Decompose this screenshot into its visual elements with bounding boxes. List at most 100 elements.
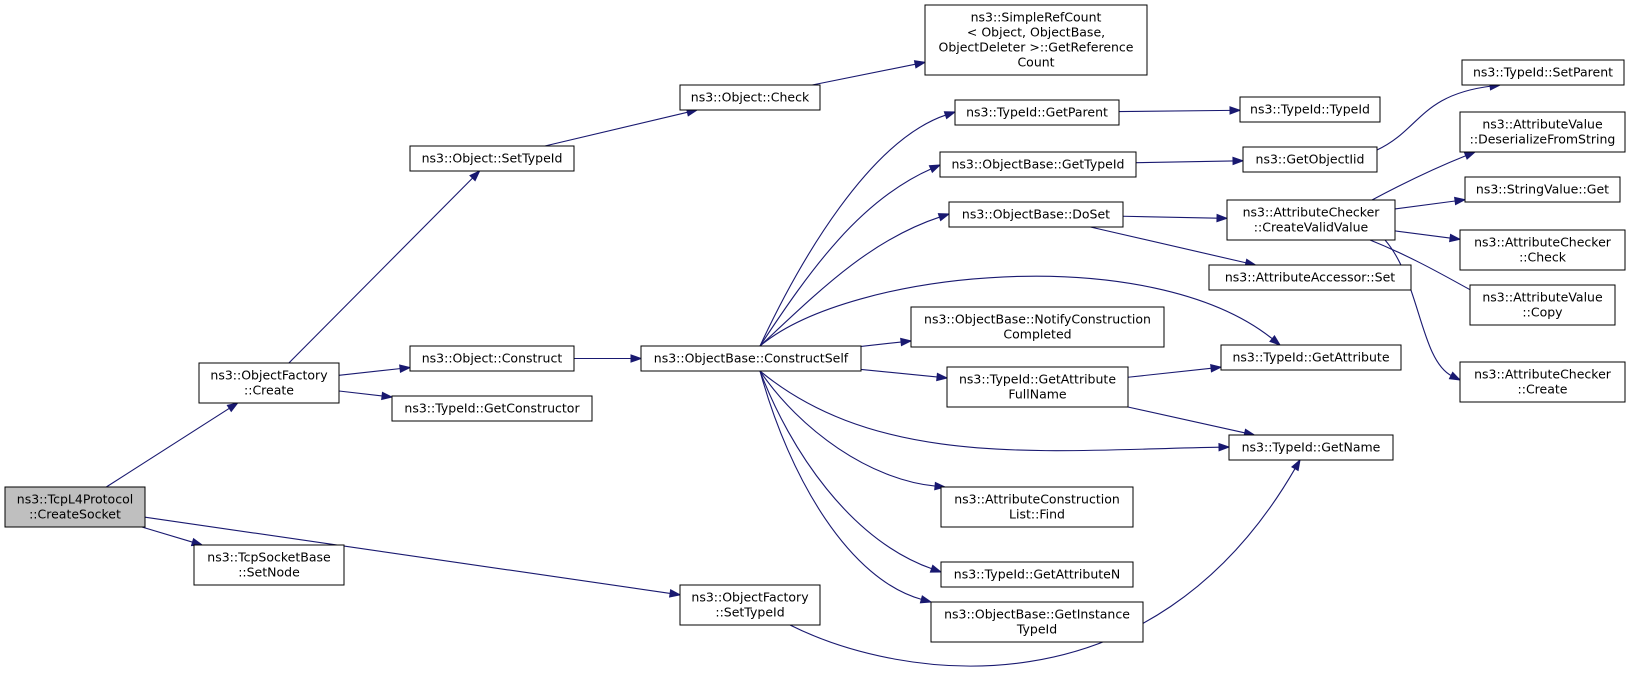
node-n9[interactable]: ns3::SimpleRefCount< Object, ObjectBase,… [924,4,1148,76]
edge-n8-n9 [812,60,927,86]
node-box[interactable] [946,366,1129,408]
node-n8[interactable]: ns3::Object::Check [679,84,821,111]
edge-arrowhead [934,481,947,491]
node-n12[interactable]: ns3::ObjectBase::GetTypeId [939,151,1137,178]
node-n26[interactable]: ns3::AttributeValue::DeserializeFromStri… [1459,111,1626,153]
node-n28[interactable]: ns3::AttributeChecker::Check [1459,229,1626,271]
node-n3[interactable]: ns3::TcpSocketBase::SetNode [193,544,345,586]
node-label-line: ns3::ObjectBase::DoSet [962,207,1110,222]
node-n4[interactable]: ns3::ObjectFactory::SetTypeId [679,584,821,626]
edge-arrowhead [900,337,913,347]
node-n22[interactable]: ns3::AttributeAccessor::Set [1208,264,1412,291]
node-n24[interactable]: ns3::TypeId::GetName [1228,434,1394,461]
node-box[interactable] [1459,229,1626,271]
node-n27[interactable]: ns3::StringValue::Get [1464,176,1621,203]
node-n25[interactable]: ns3::TypeId::SetParent [1461,59,1625,86]
node-box[interactable] [1461,59,1625,86]
node-box[interactable] [1469,284,1616,326]
node-box[interactable] [1239,96,1381,123]
edge-arrowhead [919,595,933,604]
node-box[interactable] [198,362,340,404]
node-box[interactable] [924,4,1148,76]
node-n19[interactable]: ns3::TypeId::TypeId [1239,96,1381,123]
edge-n21-n26 [1371,151,1477,201]
edge-arrowhead [630,354,643,363]
node-n17[interactable]: ns3::TypeId::GetAttributeN [940,561,1134,588]
node-n2[interactable]: ns3::ObjectFactory::Create [198,362,340,404]
node-box[interactable] [1464,176,1621,203]
node-box[interactable] [910,306,1165,348]
node-box[interactable] [954,99,1120,126]
node-box[interactable] [193,544,345,586]
node-box[interactable] [4,486,146,528]
node-n11[interactable]: ns3::TypeId::GetParent [954,99,1120,126]
node-n6[interactable]: ns3::Object::Construct [409,345,575,372]
node-label-line: ns3::ObjectBase::GetTypeId [952,157,1125,172]
edge-arrowhead [1454,196,1467,206]
node-box[interactable] [1459,361,1626,403]
node-n5[interactable]: ns3::Object::SetTypeId [409,145,575,172]
edge-line [759,216,941,347]
node-box[interactable] [940,486,1134,528]
node-n29[interactable]: ns3::AttributeValue::Copy [1469,284,1616,326]
edge-n1-n4 [144,516,682,598]
node-label-line: ns3::AttributeAccessor::Set [1225,270,1395,285]
edge-line [860,368,939,378]
node-box[interactable] [391,395,593,422]
node-box[interactable] [1208,264,1412,291]
edge-n5-n8 [544,108,699,147]
node-box[interactable] [1226,199,1396,241]
edge-arrowhead [929,564,943,573]
node-label-line: ns3::Object::SetTypeId [422,151,563,166]
node-box[interactable] [940,561,1134,588]
node-n1[interactable]: ns3::TcpL4Protocol::CreateSocket [4,486,146,528]
edge-line [759,275,1274,347]
node-box[interactable] [1459,111,1626,153]
node-box[interactable] [409,345,575,372]
edge-line [789,467,1296,667]
node-n20[interactable]: ns3::GetObjectIid [1242,146,1378,173]
node-label-line: List::Find [1009,507,1065,522]
node-box[interactable] [1228,434,1394,461]
node-n21[interactable]: ns3::AttributeChecker::CreateValidValue [1226,199,1396,241]
edge-n2-n5 [288,169,481,364]
edge-n1-n2 [105,402,239,488]
node-box[interactable] [948,201,1124,228]
node-n30[interactable]: ns3::AttributeChecker::Create [1459,361,1626,403]
edge-line [759,168,932,347]
node-label-line: ::Check [1519,250,1567,265]
node-box[interactable] [939,151,1137,178]
node-n13[interactable]: ns3::ObjectBase::DoSet [948,201,1124,228]
edge-line [338,390,384,397]
edge-n10-n23 [759,275,1282,347]
node-box[interactable] [679,84,821,111]
edge-n2-n7 [338,390,394,401]
edge-arrowhead [469,169,481,182]
node-label-line: ns3::GetObjectIid [1256,152,1365,167]
node-label-line: ns3::AttributeChecker [1243,205,1381,220]
node-n10[interactable]: ns3::ObjectBase::ConstructSelf [640,345,862,372]
node-box[interactable] [1220,344,1402,371]
node-label-line: ns3::TypeId::GetParent [966,105,1108,120]
node-n23[interactable]: ns3::TypeId::GetAttribute [1220,344,1402,371]
node-label-line: FullName [1008,387,1067,402]
edge-arrowhead [1232,156,1245,166]
node-box[interactable] [1242,146,1378,173]
node-n7[interactable]: ns3::TypeId::GetConstructor [391,395,593,422]
node-label-line: ::CreateSocket [29,507,121,522]
node-label-line: ns3::ObjectBase::NotifyConstruction [924,312,1151,327]
edge-arrowhead [668,589,682,598]
edge-n13-n21 [1122,213,1229,223]
node-n14[interactable]: ns3::ObjectBase::NotifyConstructionCompl… [910,306,1165,348]
node-box[interactable] [930,601,1144,643]
node-label-line: ns3::AttributeChecker [1474,235,1612,250]
edge-arrowhead [399,364,412,373]
node-box[interactable] [640,345,862,372]
node-box[interactable] [679,584,821,626]
node-box[interactable] [409,145,575,172]
node-label-line: ns3::ObjectFactory [691,590,809,605]
